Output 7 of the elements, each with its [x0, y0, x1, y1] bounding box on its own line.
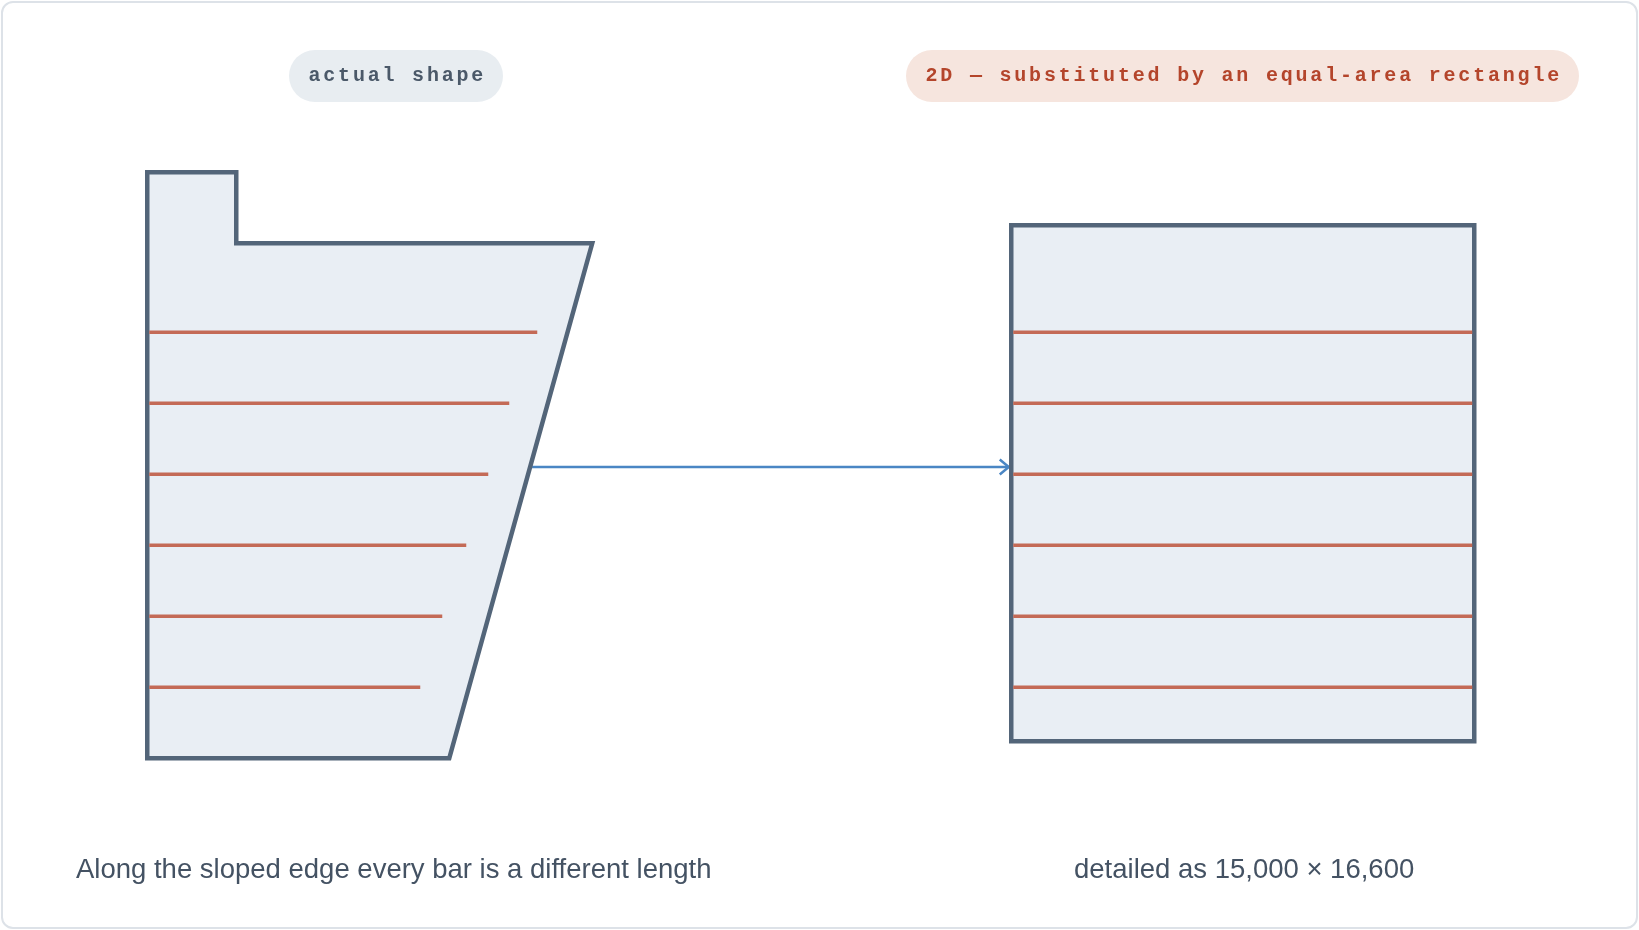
- caption-text: detailed as 15,000 × 16,600: [1074, 852, 1415, 886]
- heading-tag: 2D — substituted by an equal-area rectangle: [905, 50, 1579, 102]
- sloped-section-drawing: [144, 169, 595, 761]
- rectangle-section-drawing: [1008, 222, 1477, 744]
- arrow: [532, 458, 1010, 476]
- heading-tag: actual shape: [288, 50, 504, 102]
- caption-text: Along the sloped edge every bar is a different length: [76, 852, 712, 886]
